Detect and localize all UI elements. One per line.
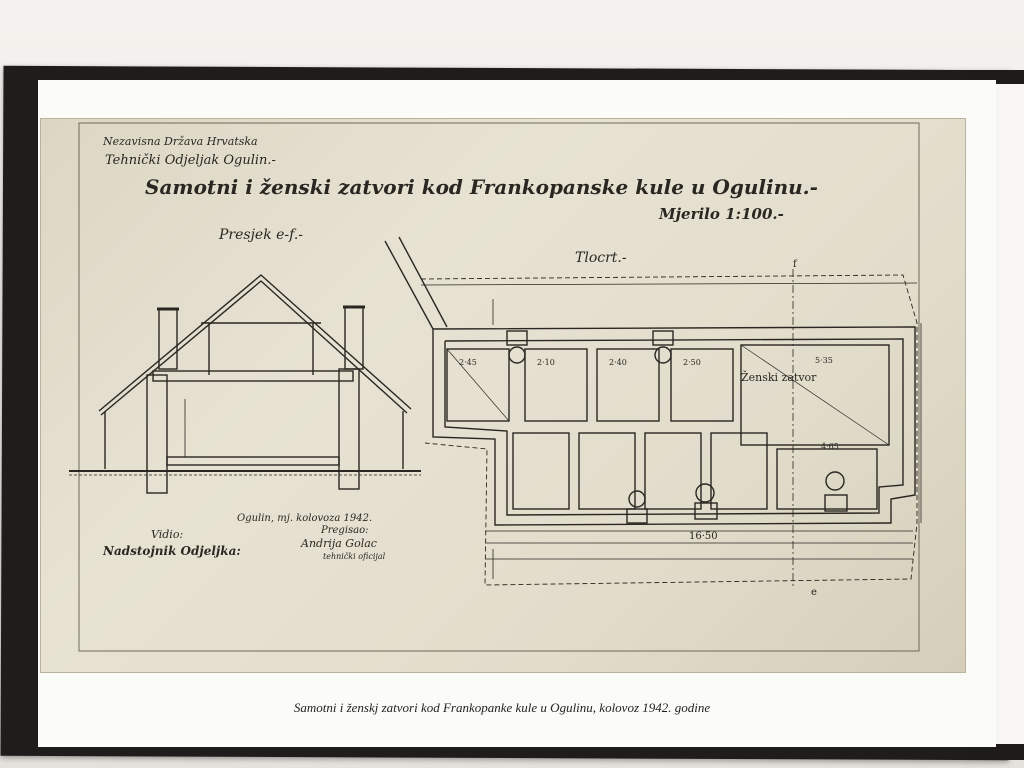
plan-drawing — [384, 236, 922, 587]
drawing-title: Samotni i ženski zatvori kod Frankopansk… — [145, 175, 818, 199]
architectural-drawing: Nezavisna Država Hrvatska Tehnički Odjel… — [40, 118, 966, 673]
dim-1: 2·45 — [459, 358, 477, 367]
dim-4: 2·50 — [683, 358, 701, 367]
dim-3: 2·40 — [609, 358, 627, 367]
header-line2: Tehnički Odjeljak Ogulin.- — [105, 153, 276, 168]
header-line1: Nezavisna Država Hrvatska — [102, 135, 258, 148]
plan-label: Tlocrt.- — [575, 250, 627, 266]
drawing-canvas: Nezavisna Država Hrvatska Tehnički Odjel… — [69, 122, 922, 652]
room-label: Ženski zatvor — [741, 370, 817, 384]
marker-e: e — [811, 587, 817, 598]
chief-label: Nadstojnik Odjeljka: — [102, 544, 241, 558]
dim-2: 2·10 — [537, 358, 555, 367]
checked-label: Pregisao: — [320, 525, 369, 536]
dim-5: 5·35 — [815, 356, 833, 365]
photo-caption: Samotni i ženskj zatvori kod Frankopanke… — [293, 700, 711, 715]
seen-label: Vidio: — [151, 528, 183, 541]
signature-name: Andrija Golac — [300, 537, 377, 550]
signature-title: tehnički oficijal — [323, 552, 386, 561]
marker-f: f — [793, 259, 798, 270]
section-label: Presjek e-f.- — [218, 227, 303, 243]
drawing-border — [78, 122, 920, 652]
scale-label: Mjerilo 1:100.- — [658, 205, 784, 223]
dim-total: 16·50 — [689, 531, 718, 542]
section-drawing — [69, 274, 421, 494]
place-date: Ogulin, mj. kolovoza 1942. — [237, 513, 372, 524]
dim-6: 4·65 — [821, 442, 839, 451]
